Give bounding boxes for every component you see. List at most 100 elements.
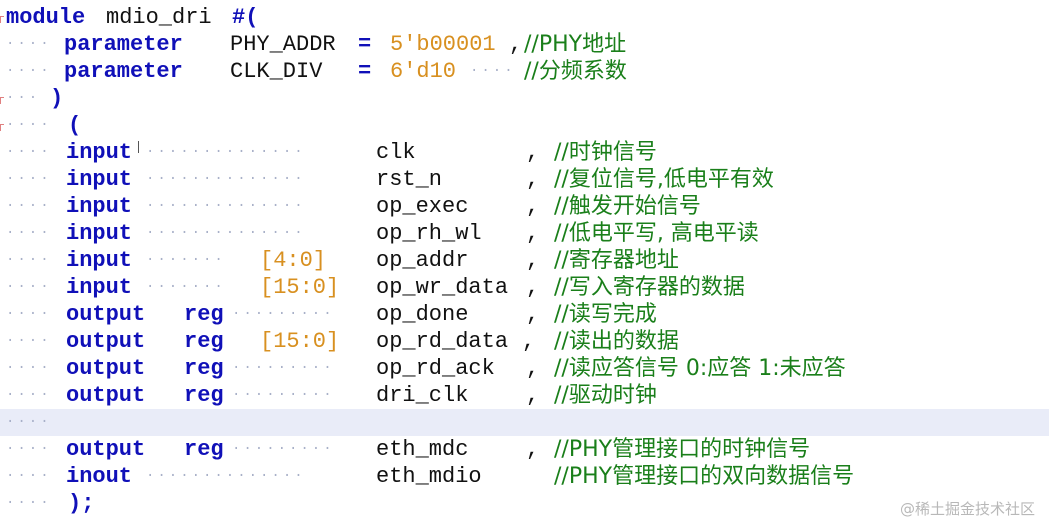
port-line[interactable]: ···· output reg ········· op_done , //读写…	[0, 301, 1049, 328]
punctuation-comma: ,	[522, 329, 536, 354]
port-name: eth_mdio	[376, 464, 482, 489]
comment: //触发开始信号	[554, 194, 701, 219]
comment: //PHY管理接口的双向数据信号	[554, 464, 855, 489]
indent-guide: ····	[6, 171, 52, 187]
indent-guide: ····	[6, 441, 52, 457]
keyword-parameter: parameter	[64, 59, 183, 84]
indent-guide: ·······	[146, 279, 226, 295]
comment: //分频系数	[524, 59, 627, 84]
port-name: rst_n	[376, 167, 443, 192]
port-line[interactable]: ···· output reg ········· dri_clk , //驱动…	[0, 382, 1049, 409]
indent-guide: ·········	[232, 387, 335, 403]
fold-marker[interactable]	[0, 16, 4, 23]
port-direction: input	[66, 167, 133, 192]
open-paren: (	[68, 113, 82, 138]
port-width: [15:0]	[260, 329, 340, 354]
port-name: clk	[376, 140, 416, 165]
port-reg: reg	[184, 437, 224, 462]
port-name: eth_mdc	[376, 437, 469, 462]
indent-guide: ···	[6, 90, 41, 106]
port-name: op_rd_data	[376, 329, 509, 354]
indent-guide: ····	[6, 198, 52, 214]
comment: //驱动时钟	[554, 383, 657, 408]
port-direction: output	[66, 356, 146, 381]
code-line-3[interactable]: ···· parameter CLK_DIV = 6'd10 ···· //分频…	[0, 58, 1049, 85]
port-name: op_done	[376, 302, 469, 327]
port-line[interactable]: ···· input ······· [15:0] op_wr_data , /…	[0, 274, 1049, 301]
port-width: [15:0]	[260, 275, 340, 300]
port-direction: inout	[66, 464, 133, 489]
indent-guide: ····	[6, 117, 52, 133]
code-line-4[interactable]: ··· )	[0, 85, 1049, 112]
indent-guide: ····	[6, 468, 52, 484]
keyword-module: module	[6, 5, 86, 30]
fold-marker[interactable]	[0, 124, 4, 131]
port-name: op_rd_ack	[376, 356, 495, 381]
port-reg: reg	[184, 356, 224, 381]
port-line[interactable]: ···· output reg ········· eth_mdc , //PH…	[0, 436, 1049, 463]
comment: //写入寄存器的数据	[554, 275, 745, 300]
comment: //寄存器地址	[554, 248, 679, 273]
close-paren-semicolon: );	[68, 491, 95, 516]
indent-guide: ··············	[146, 171, 306, 187]
indent-guide: ····	[6, 144, 52, 160]
assign-op: =	[358, 32, 372, 57]
fold-marker[interactable]	[0, 97, 4, 104]
indent-guide: ·········	[232, 306, 335, 322]
punctuation-comma: ,	[526, 221, 540, 246]
indent-guide: ····	[6, 387, 52, 403]
port-name: op_wr_data	[376, 275, 509, 300]
code-line-1[interactable]: module mdio_dri #(	[0, 4, 1049, 31]
port-line[interactable]: ···· input ······· [4:0] op_addr , //寄存器…	[0, 247, 1049, 274]
port-direction: output	[66, 302, 146, 327]
param-name: PHY_ADDR	[230, 32, 336, 57]
port-line[interactable]: ···· output reg ········· op_rd_ack , //…	[0, 355, 1049, 382]
comment: //时钟信号	[554, 140, 657, 165]
port-line[interactable]: ···· input ·············· clk , //时钟信号	[0, 139, 1049, 166]
indent-guide: ····	[6, 36, 52, 52]
port-direction: input	[66, 194, 133, 219]
indent-guide: ····	[6, 225, 52, 241]
module-name: mdio_dri	[106, 5, 212, 30]
code-line-end[interactable]: ···· );	[0, 490, 1049, 517]
indent-guide: ····	[6, 63, 52, 79]
port-reg: reg	[184, 383, 224, 408]
port-line[interactable]: ···· input ·············· rst_n , //复位信号…	[0, 166, 1049, 193]
indent-guide: ··············	[146, 144, 306, 160]
param-value: 5'b00001	[390, 32, 496, 57]
param-value: 6'd10	[390, 59, 457, 84]
port-line[interactable]: ···· output reg [15:0] op_rd_data , //读出…	[0, 328, 1049, 355]
param-name: CLK_DIV	[230, 59, 323, 84]
indent-guide: ····	[6, 414, 52, 430]
comment: //复位信号,低电平有效	[554, 167, 774, 192]
port-name: dri_clk	[376, 383, 469, 408]
code-line-2[interactable]: ···· parameter PHY_ADDR = 5'b00001 , //P…	[0, 31, 1049, 58]
port-direction: input	[66, 221, 133, 246]
current-line[interactable]: ····	[0, 409, 1049, 436]
punctuation-comma: ,	[526, 275, 540, 300]
punctuation-comma: ,	[526, 383, 540, 408]
port-direction: output	[66, 383, 146, 408]
indent-guide: ····	[6, 360, 52, 376]
punctuation-comma: ,	[526, 302, 540, 327]
punctuation-comma: ,	[526, 437, 540, 462]
port-name: op_addr	[376, 248, 469, 273]
code-line-5[interactable]: ···· (	[0, 112, 1049, 139]
indent-guide: ····	[6, 306, 52, 322]
indent-guide: ·········	[232, 360, 335, 376]
port-reg: reg	[184, 302, 224, 327]
indent-guide: ····	[6, 252, 52, 268]
indent-guide: ·······	[146, 252, 226, 268]
port-line[interactable]: ···· inout ·············· eth_mdio //PHY…	[0, 463, 1049, 490]
port-line[interactable]: ···· input ·············· op_rh_wl , //低…	[0, 220, 1049, 247]
assign-op: =	[358, 59, 372, 84]
comment: //低电平写, 高电平读	[554, 221, 759, 246]
port-line[interactable]: ···· input ·············· op_exec , //触发…	[0, 193, 1049, 220]
indent-guide: ··············	[146, 198, 306, 214]
comment: //PHY地址	[524, 32, 627, 57]
close-paren: )	[50, 86, 64, 111]
port-reg: reg	[184, 329, 224, 354]
indent-guide: ····	[6, 495, 52, 511]
punctuation-comma: ,	[526, 248, 540, 273]
